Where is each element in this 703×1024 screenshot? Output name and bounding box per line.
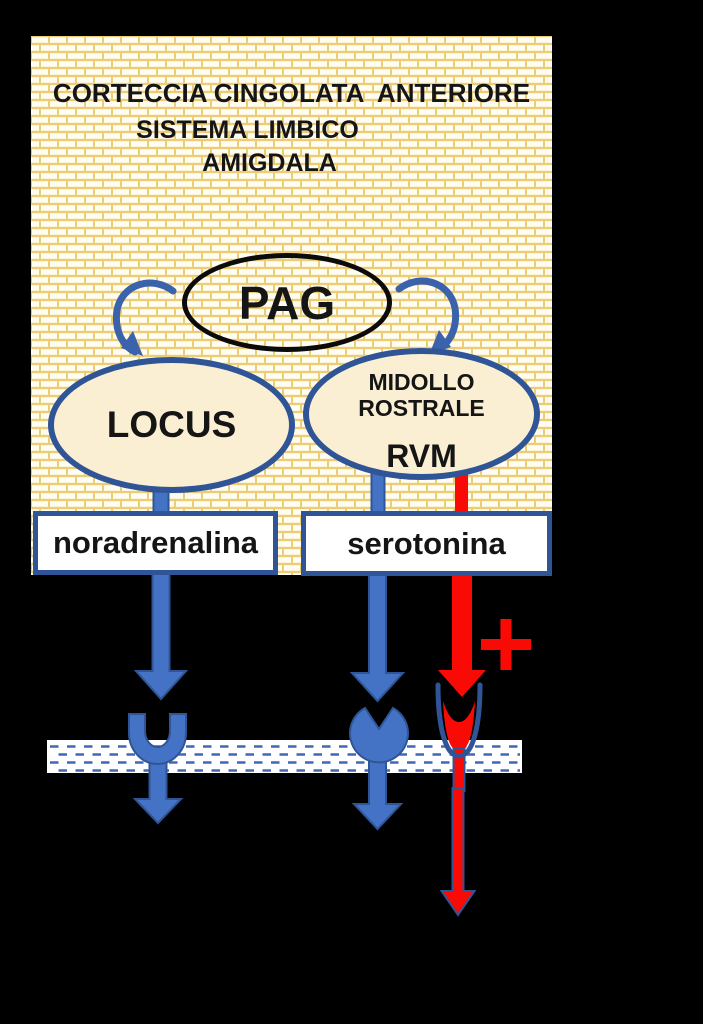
noradrenaline-postsynaptic-arrow (132, 761, 184, 825)
serotonin-postsynaptic-arrow-blue (351, 759, 404, 831)
panel-title-limbic-system: SISTEMA LIMBICO (136, 116, 359, 144)
pag-label: PAG (238, 276, 336, 329)
red-ligand-fill (443, 701, 475, 751)
locus-node: LOCUS (48, 357, 295, 493)
rvm-to-serotonin-stem-blue (370, 469, 386, 515)
rvm-label-line2: RVM (386, 438, 457, 474)
serotonin-label: serotonina (347, 525, 506, 561)
curved-arrow-icon (112, 279, 177, 356)
rvm-to-serotonin-stem-red (455, 468, 468, 514)
curved-arrow-pag-to-locus (112, 279, 177, 356)
noradrenaline-label: noradrenalina (53, 525, 258, 560)
noradrenaline-box: noradrenalina (33, 511, 278, 575)
locus-label: LOCUS (106, 404, 237, 445)
facilitation-plus-sign: + (476, 588, 536, 700)
noradrenaline-descending-arrow (133, 573, 189, 701)
curved-arrow-pag-to-rvm (395, 277, 460, 355)
rvm-node: MIDOLLO ROSTRALE RVM (303, 348, 540, 480)
serotonin-box: serotonina (301, 511, 552, 576)
u-cup-receptor-icon (128, 713, 187, 765)
panel-title-amygdala: AMIGDALA (202, 149, 337, 177)
panel-title-cingulate-cortex: CORTECCIA CINGOLATA ANTERIORE (52, 78, 531, 108)
serotonin-facilitatory-long-arrow (439, 787, 477, 917)
pag-node: PAG (182, 253, 392, 352)
arrowhead-icon (121, 331, 143, 356)
dashed-membrane-band (47, 740, 522, 773)
serotonin-descending-arrow-blue (349, 573, 406, 703)
curved-arrow-icon (395, 277, 460, 354)
rvm-label-line1: MIDOLLO ROSTRALE (358, 369, 485, 421)
deep-cup-receptor-icon (435, 682, 483, 759)
serotonin-descending-arrow-red (438, 575, 486, 697)
notched-circle-receptor-icon (349, 706, 409, 764)
